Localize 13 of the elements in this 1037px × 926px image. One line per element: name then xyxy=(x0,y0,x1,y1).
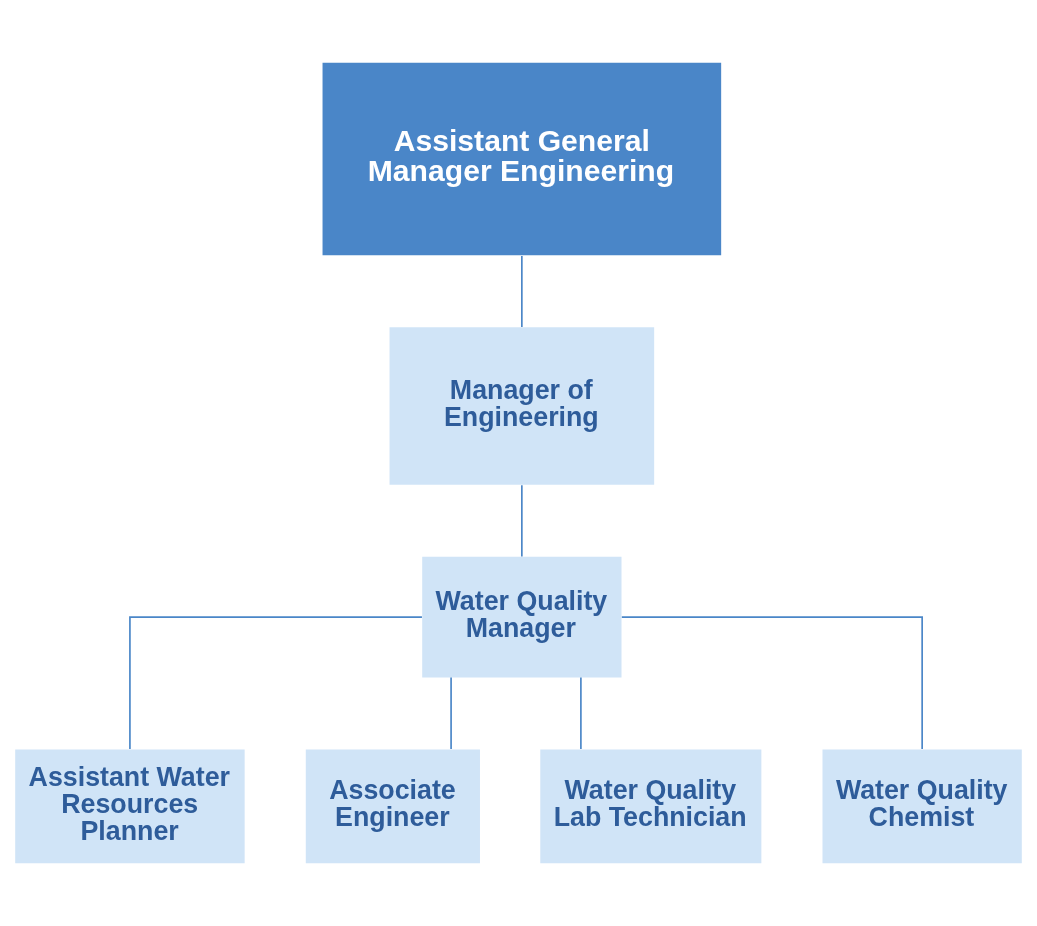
node-box: Assistant General Manager Engineering xyxy=(322,62,722,256)
node-box: Associate Engineer xyxy=(305,749,480,864)
node-box: Water Quality Lab Technician xyxy=(540,749,762,864)
connector xyxy=(621,616,923,750)
node-box: Assistant Water Resources Planner xyxy=(15,749,245,864)
connector xyxy=(521,255,523,328)
connector xyxy=(580,676,582,750)
node-box: Water Quality Manager xyxy=(422,556,622,678)
node-box: Manager of Engineering xyxy=(389,327,655,485)
connector xyxy=(521,484,523,558)
connector xyxy=(450,676,452,750)
connector xyxy=(129,616,423,750)
node-box: Water Quality Chemist xyxy=(822,749,1022,864)
